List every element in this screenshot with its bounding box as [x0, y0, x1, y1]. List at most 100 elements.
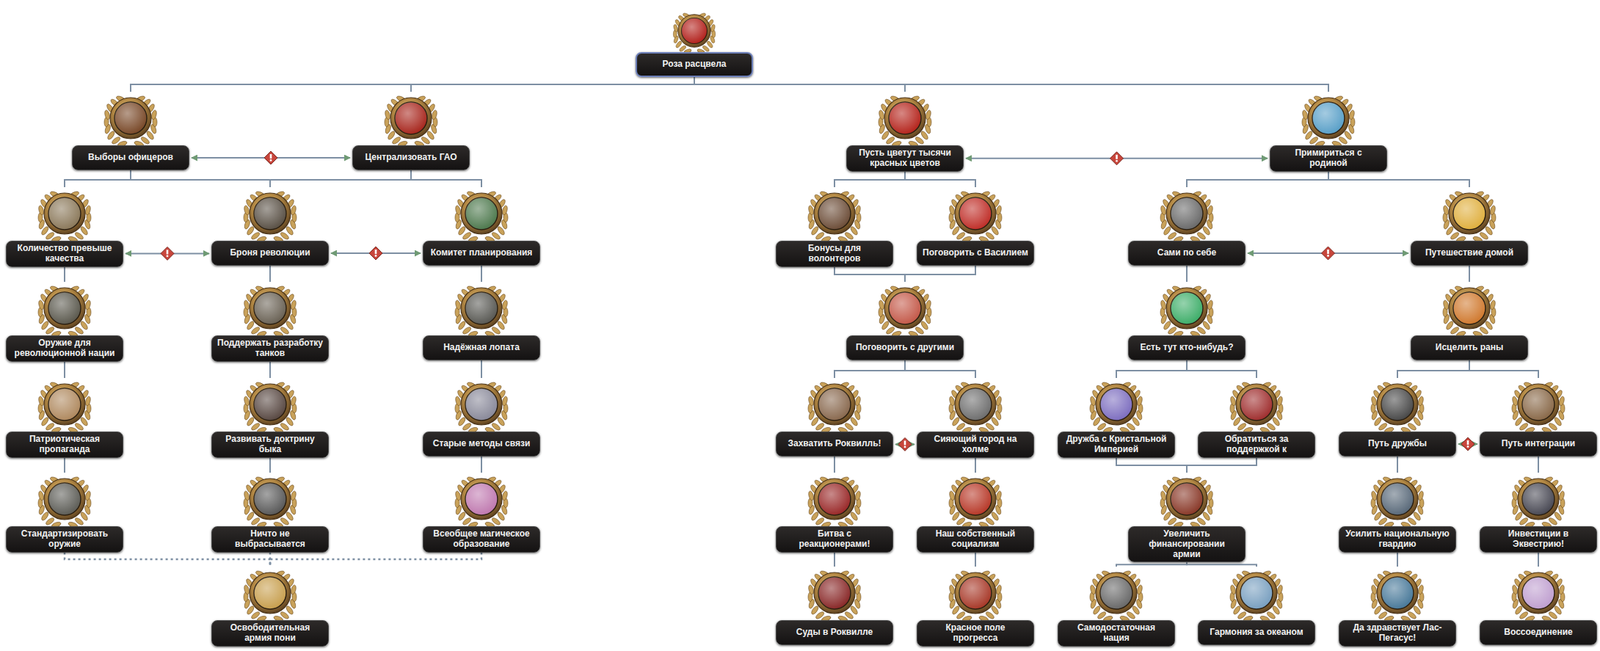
- focus-title: Броня революции: [229, 248, 310, 259]
- focus-node: Централизовать ГАО: [352, 88, 470, 171]
- focus-node: Воссоединение: [1479, 562, 1598, 646]
- exclusive-icon: [1110, 151, 1124, 166]
- prerequisite-group: [694, 77, 1329, 92]
- focus-label: Старые методы связи: [422, 431, 541, 457]
- focus-title: Комитет планирования: [430, 248, 533, 259]
- focus-node: Комитет планирования: [422, 183, 541, 266]
- focus-title: Красное поле прогресса: [922, 623, 1029, 644]
- exclusive-icon: [160, 246, 174, 260]
- focus-title: Пусть цветут тысячи красных цветов: [852, 148, 958, 169]
- focus-label: Путь интеграции: [1479, 431, 1598, 457]
- focus-title: Битва с реакционерами!: [781, 529, 888, 550]
- focus-icon: [946, 183, 1005, 241]
- prerequisite-line: [1186, 360, 1257, 378]
- prerequisite-line: [1396, 552, 1399, 567]
- focus-title: Стандартизировать оружие: [11, 529, 118, 550]
- prerequisite-group: [834, 267, 905, 282]
- focus-title: Оружие для революционной нации: [11, 338, 118, 359]
- focus-node: Броня революции: [211, 183, 329, 266]
- focus-label: Развивать доктрину быка: [211, 431, 329, 458]
- focus-icon: [1368, 562, 1427, 621]
- prerequisite-group: [1397, 360, 1470, 378]
- focus-node: Ничто не выбрасывается: [211, 468, 329, 553]
- prerequisite-group: [64, 457, 66, 473]
- prerequisite-line: [694, 77, 1329, 92]
- prerequisite-line: [63, 267, 66, 282]
- prerequisite-group: [1328, 171, 1470, 188]
- prerequisite-group: [331, 246, 421, 260]
- prerequisite-line: [1537, 456, 1540, 473]
- focus-label: Сияющий город на холме: [916, 431, 1035, 458]
- prerequisite-group: [270, 457, 271, 473]
- focus-icon: [946, 468, 1005, 527]
- prerequisite-group: [64, 552, 271, 567]
- focus-node: Да здравствует Лас-Пегасус!: [1338, 562, 1457, 647]
- focus-icon: [805, 183, 864, 241]
- prerequisite-line: [63, 457, 66, 473]
- prerequisite-group: [270, 265, 271, 282]
- prerequisite-line: [64, 552, 271, 567]
- focus-node: Старые методы связи: [422, 374, 541, 457]
- prerequisite-group: [895, 437, 915, 451]
- focus-title: Всеобщее магическое образование: [428, 529, 535, 550]
- prerequisite-group: [834, 171, 905, 188]
- focus-title: Роза расцвела: [662, 59, 727, 70]
- focus-title: Наш собственный социализм: [922, 529, 1029, 550]
- focus-node: Самодостаточная нация: [1057, 562, 1176, 647]
- prerequisite-group: [270, 552, 271, 567]
- prerequisite-line: [269, 265, 271, 282]
- focus-title: Воссоединение: [1503, 627, 1573, 638]
- prerequisite-line: [480, 265, 483, 282]
- prerequisite-group: [834, 552, 836, 567]
- prerequisite-line: [834, 171, 905, 188]
- focus-node: Исцелить раны: [1410, 278, 1529, 361]
- prerequisite-line: [904, 360, 976, 378]
- prerequisite-line: [480, 360, 483, 378]
- focus-label: Битва с реакционерами!: [775, 526, 894, 553]
- focus-title: Патриотическая пропаганда: [11, 434, 118, 456]
- prerequisite-group: [904, 171, 976, 188]
- focus-title: Путешествие домой: [1425, 248, 1514, 259]
- focus-icon: [875, 88, 935, 146]
- focus-icon: [1368, 374, 1427, 432]
- focus-icon: [240, 468, 300, 527]
- prerequisite-group: [270, 552, 482, 567]
- focus-label: Комитет планирования: [422, 240, 541, 266]
- focus-node: Роза расцвела: [635, 6, 754, 78]
- prerequisite-group: [1186, 265, 1188, 282]
- focus-title: Есть тут кто-нибудь?: [1139, 342, 1234, 354]
- prerequisite-group: [1186, 457, 1257, 473]
- focus-label: Сами по себе: [1128, 240, 1246, 266]
- focus-icon: [35, 374, 94, 432]
- focus-title: Развивать доктрину быка: [217, 434, 323, 456]
- prerequisite-group: [1397, 456, 1399, 473]
- focus-icon: [452, 183, 511, 241]
- focus-node: Примириться с родиной: [1269, 88, 1388, 172]
- focus-title: Сами по себе: [1157, 248, 1217, 259]
- focus-label: Выборы офицеров: [71, 145, 190, 171]
- focus-node: Дружба с Кристальной Империей: [1057, 374, 1176, 458]
- focus-icon: [35, 468, 94, 527]
- prerequisite-line: [1186, 457, 1257, 473]
- prerequisite-line: [1186, 171, 1329, 188]
- prerequisite-group: [834, 360, 905, 378]
- focus-title: Увеличить финансировании армии: [1133, 529, 1240, 560]
- focus-label: Ничто не выбрасывается: [211, 526, 329, 553]
- focus-node: Красное поле прогресса: [916, 562, 1035, 647]
- prerequisite-group: [125, 246, 210, 260]
- focus-label: Захватить Роквилль!: [775, 431, 894, 457]
- prerequisite-line: [1328, 171, 1470, 188]
- prerequisite-group: [904, 265, 976, 282]
- focus-icon: [1157, 278, 1217, 336]
- focus-title: Централизовать ГАО: [364, 152, 457, 163]
- prerequisite-group: [1186, 360, 1257, 378]
- focus-icon: [452, 374, 511, 432]
- prerequisite-group: [411, 77, 695, 92]
- prerequisite-group: [481, 456, 483, 473]
- prerequisite-line: [1397, 360, 1470, 378]
- focus-label: Да здравствует Лас-Пегасус!: [1338, 620, 1457, 647]
- focus-label: Путешествие домой: [1410, 240, 1529, 266]
- focus-label: Исцелить раны: [1410, 335, 1529, 361]
- focus-label: Поддержать разработку танков: [211, 335, 329, 362]
